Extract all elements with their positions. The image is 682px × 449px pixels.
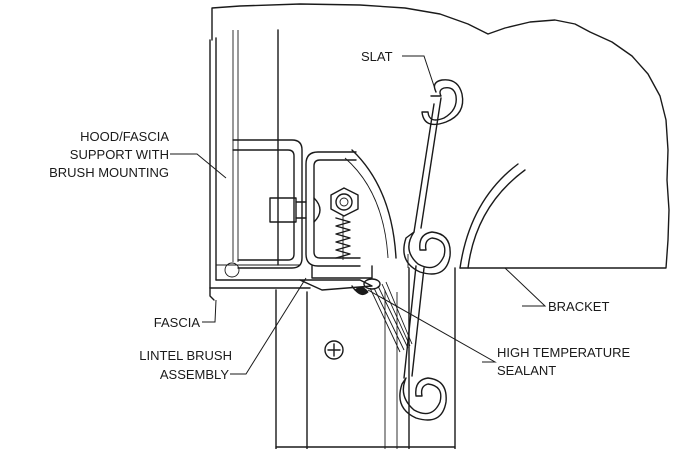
label-slat: SLAT bbox=[361, 49, 393, 64]
slat-web-lower bbox=[403, 265, 425, 379]
leader-sealant bbox=[367, 289, 497, 363]
slat-hook-upper bbox=[403, 231, 451, 275]
label-fascia: FASCIA bbox=[154, 315, 201, 330]
label-hood-line1: HOOD/FASCIA bbox=[80, 129, 169, 144]
bracket-arc-outer bbox=[467, 169, 526, 269]
screw-head bbox=[324, 340, 344, 360]
slat-hook-lower bbox=[399, 377, 447, 421]
leader-bracket bbox=[504, 267, 547, 307]
leader-hood bbox=[170, 153, 227, 179]
slat-web bbox=[413, 97, 442, 233]
label-lintel-line1: LINTEL BRUSH bbox=[139, 348, 232, 363]
leader-slat bbox=[402, 55, 437, 93]
guide-rail bbox=[275, 254, 456, 449]
label-hood-line3: BRUSH MOUNTING bbox=[49, 165, 169, 180]
bolt-head bbox=[269, 197, 297, 223]
fascia-edge bbox=[209, 287, 215, 301]
fascia-rivet bbox=[224, 262, 240, 278]
lintel-brush bbox=[299, 265, 413, 353]
support-channel bbox=[232, 139, 303, 269]
brush-mount-channel bbox=[305, 151, 361, 267]
hood-fascia-panel bbox=[209, 29, 311, 289]
bracket-arc-inner bbox=[459, 163, 519, 269]
label-sealant-line1: HIGH TEMPERATURE bbox=[497, 345, 630, 360]
label-lintel-line2: ASSEMBLY bbox=[160, 367, 229, 382]
leader-fascia bbox=[202, 299, 217, 323]
guide-arc bbox=[351, 149, 397, 259]
sealant-bead bbox=[354, 286, 369, 296]
label-bracket: BRACKET bbox=[548, 299, 609, 314]
leader-lintel bbox=[230, 277, 307, 375]
nut bbox=[330, 187, 359, 217]
slat-profile bbox=[421, 79, 464, 126]
bracket-plate-outline bbox=[211, 3, 670, 269]
spring bbox=[335, 217, 351, 259]
label-hood-line2: SUPPORT WITH bbox=[70, 147, 169, 162]
label-sealant-line2: SEALANT bbox=[497, 363, 556, 378]
